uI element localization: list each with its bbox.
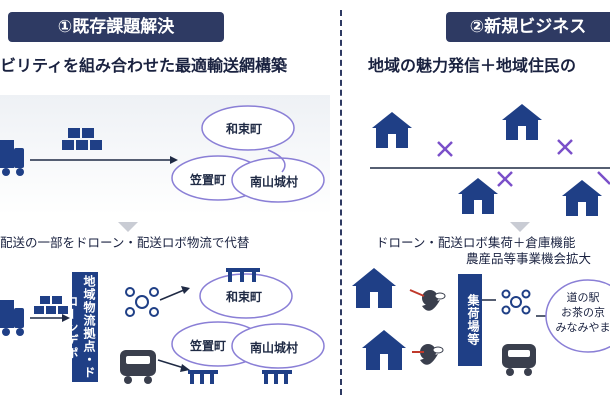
farmer-icon <box>422 290 446 311</box>
destination-bubble <box>545 279 610 353</box>
section-badge-new-business: ②新規ビジネス <box>446 12 610 42</box>
collection-point-label: 集荷場等 <box>458 274 482 366</box>
boxes-icon <box>62 128 102 150</box>
left-note: 配送の一部をドローン・配送ロボ物流で代替 <box>0 235 250 250</box>
left-heading: ビリティを組み合わせた最適輸送網構築 <box>0 56 288 75</box>
town-bubble <box>201 105 295 151</box>
town-label-minamiyamashiro-2: 南山城村 <box>250 341 299 355</box>
farmer-icon <box>420 344 444 365</box>
house-icon <box>372 112 412 148</box>
truck-icon <box>0 300 24 336</box>
town-bubble <box>231 323 325 369</box>
drone-icon <box>125 287 159 317</box>
town-label-kasagi-2: 笠置町 <box>190 339 227 353</box>
chevron-down-icon <box>118 222 138 232</box>
right-heading: 地域の魅力発信＋地域住民の <box>368 56 577 75</box>
town-label-wazuka: 和束町 <box>226 122 263 136</box>
hub-depot-label: 地域物流拠点・ドローンデポ <box>65 272 98 382</box>
drone-icon <box>501 289 531 315</box>
section-badge-existing: ①既存課題解決 <box>8 12 224 42</box>
robot-icon <box>502 344 536 376</box>
boxes-icon <box>34 296 68 314</box>
house-icon <box>458 178 498 214</box>
house-icon <box>362 330 406 370</box>
destination-line-3: みなみやま <box>555 321 610 334</box>
shop-icon <box>262 370 292 384</box>
town-label-wazuka-2: 和束町 <box>226 290 263 304</box>
truck-icon <box>0 140 24 176</box>
chevron-down-icon <box>510 222 530 232</box>
town-bubble <box>231 157 325 203</box>
destination-line-2: お茶の京 <box>561 306 605 319</box>
town-label-kasagi: 笠置町 <box>190 173 227 187</box>
right-diagram <box>352 104 610 376</box>
house-icon <box>502 104 542 140</box>
destination-text: 道の駅 お茶の京 みなみやま <box>548 290 610 335</box>
right-note-line2: 農産品等事業機会拡大 <box>466 251 592 266</box>
house-icon <box>562 180 602 216</box>
house-icon <box>352 268 396 308</box>
drone-icon <box>437 139 610 187</box>
town-bubble <box>199 273 293 319</box>
shop-icon <box>226 268 260 282</box>
shop-icon <box>188 370 218 384</box>
left-diagram <box>0 105 325 384</box>
robot-icon <box>120 350 156 384</box>
destination-line-1: 道の駅 <box>566 291 600 304</box>
section-divider <box>340 10 342 395</box>
right-note-line1: ドローン・配送ロボ集荷＋倉庫機能 <box>376 235 576 250</box>
town-label-minamiyamashiro: 南山城村 <box>250 175 299 189</box>
